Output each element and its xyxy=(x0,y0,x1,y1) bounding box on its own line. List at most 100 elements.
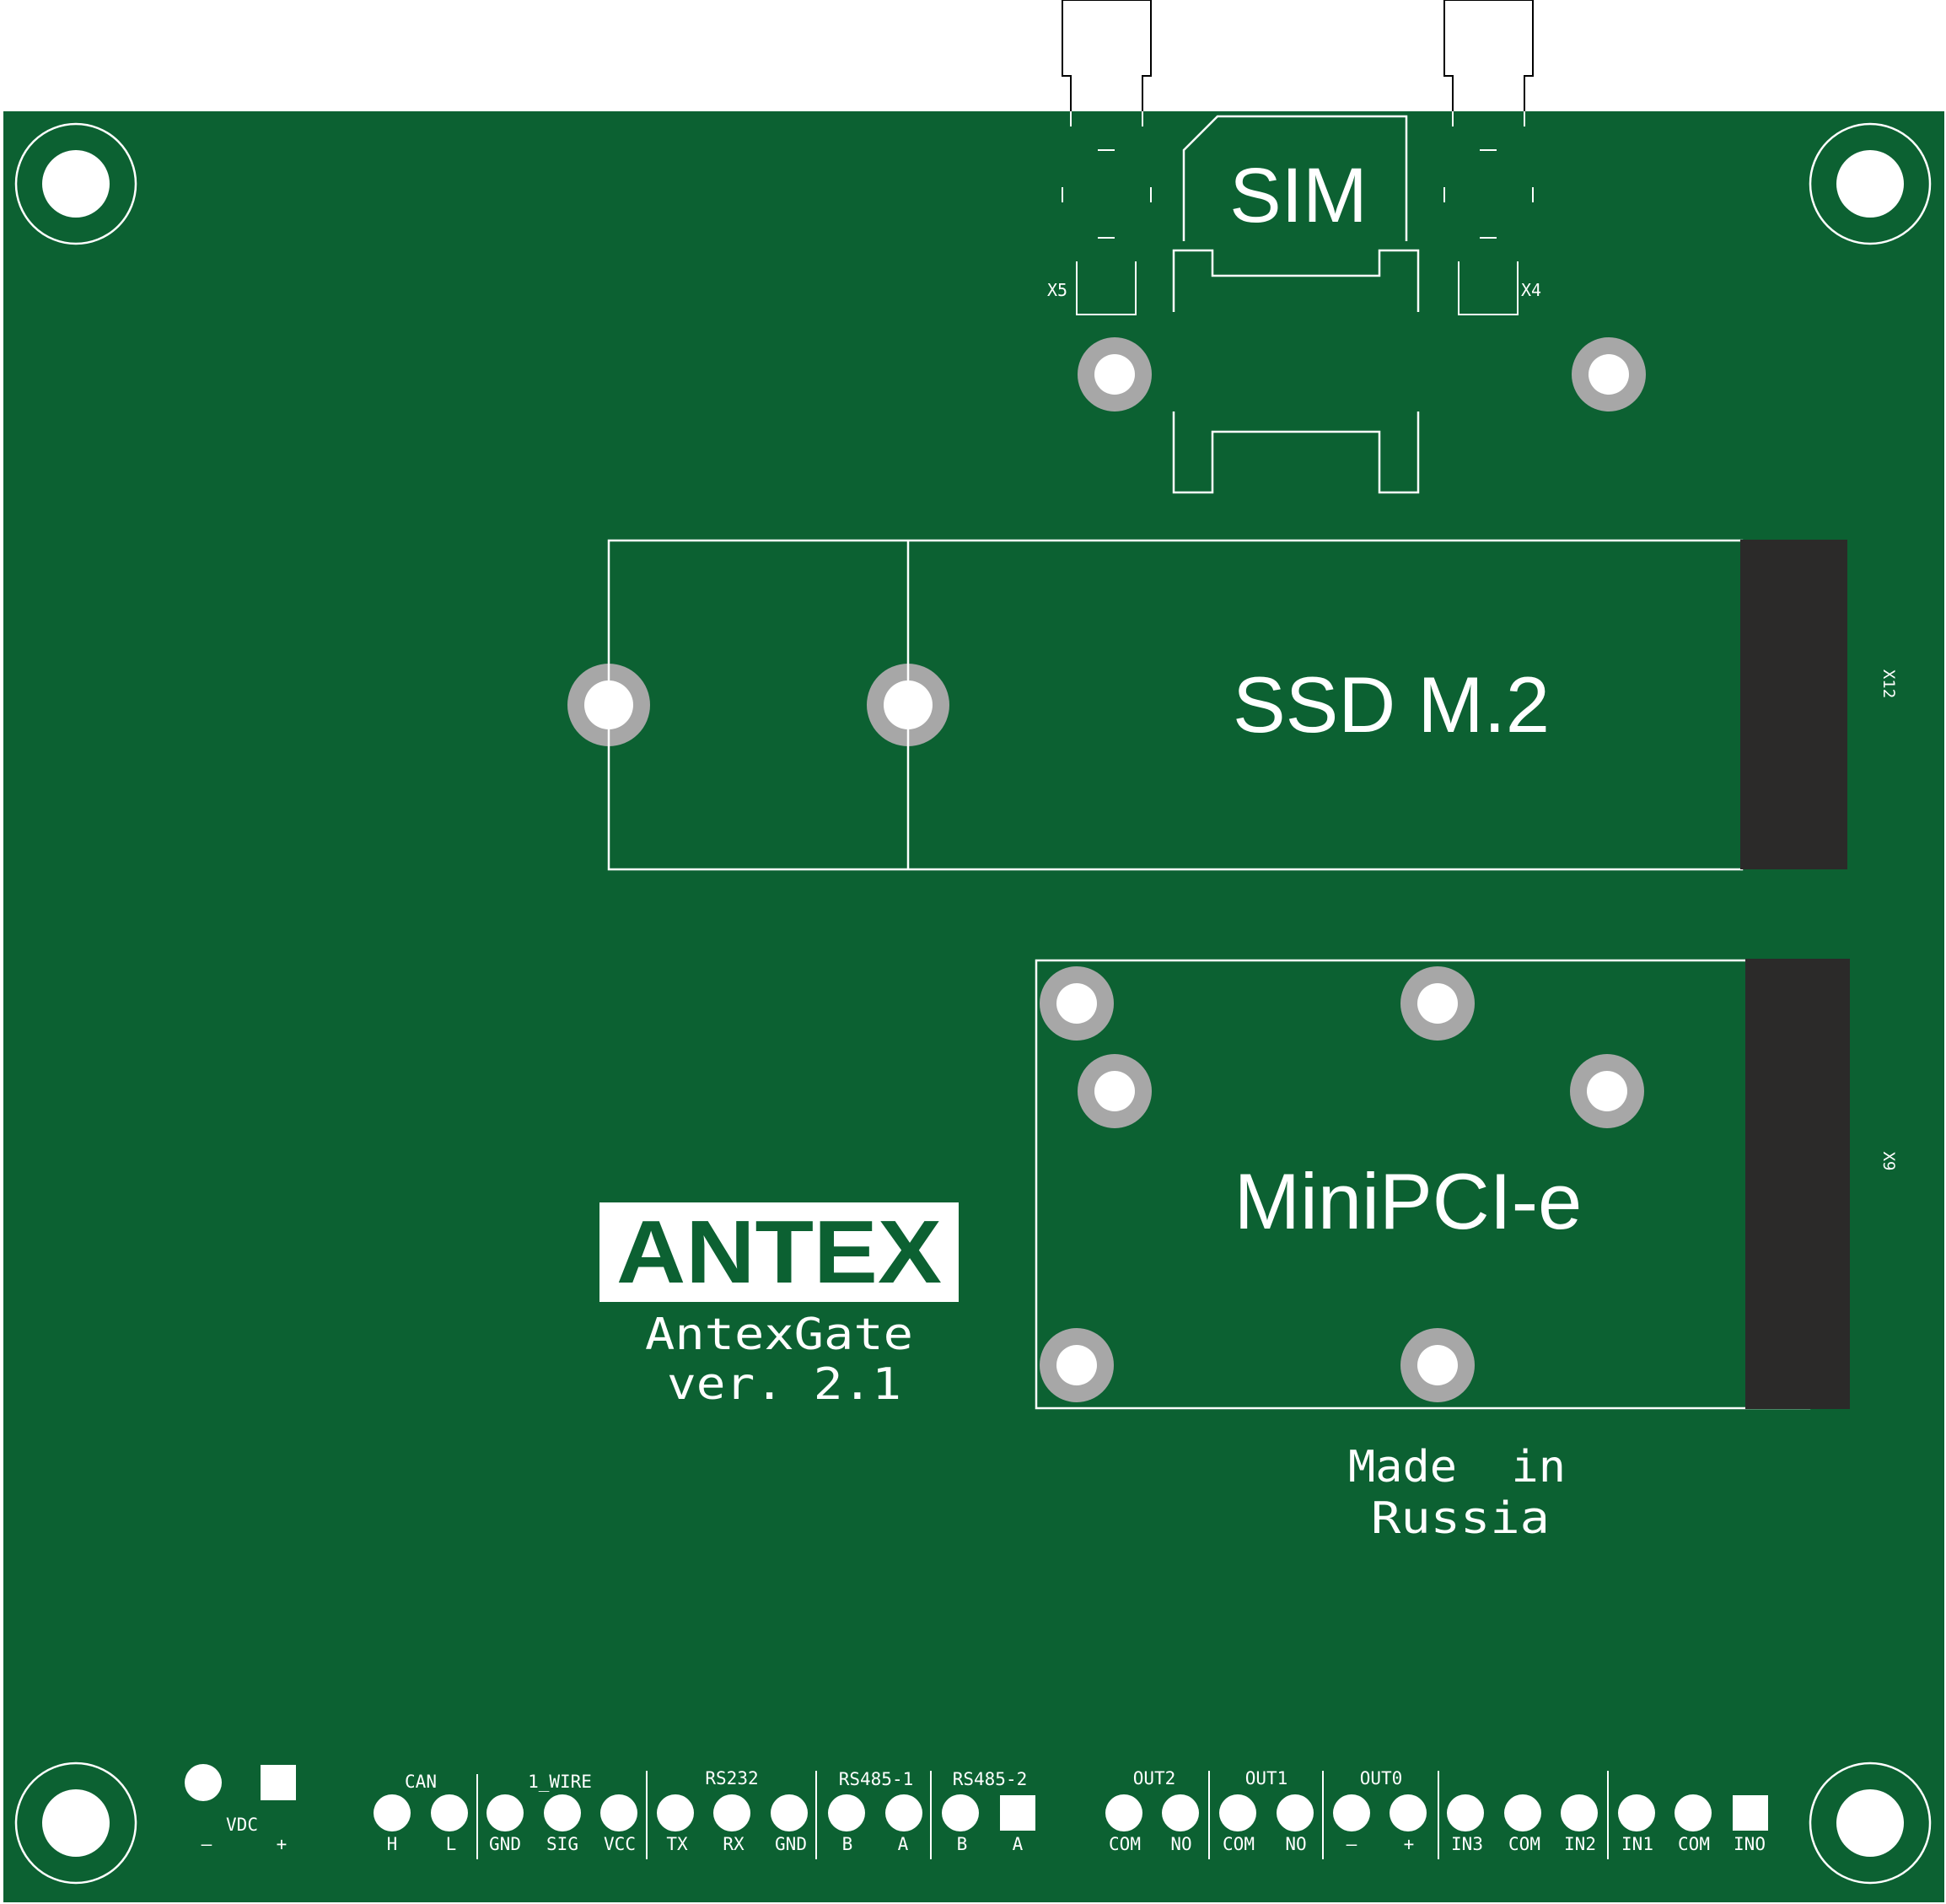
terminal-out2: OUT2 COM NO xyxy=(1105,1768,1199,1854)
ssd-label: SSD M.2 xyxy=(1233,660,1550,749)
terminal-title: OUT2 xyxy=(1133,1768,1176,1788)
pin-label: IN2 xyxy=(1564,1834,1596,1854)
terminal-pin xyxy=(1277,1794,1314,1831)
terminal-title: RS485-2 xyxy=(953,1769,1028,1789)
x12-label: X12 xyxy=(1879,670,1898,698)
terminal-rs232: RS232 TX RX GND xyxy=(657,1768,808,1854)
pin-label: H xyxy=(387,1834,398,1854)
terminal-rs485-2: RS485-2 B A xyxy=(942,1769,1035,1854)
terminal-pin xyxy=(1333,1794,1370,1831)
vdc-pin-minus xyxy=(185,1764,222,1801)
ssd-mount-pad-2 xyxy=(867,664,949,746)
mount-hole-bottom-right xyxy=(1809,1761,1932,1885)
pin-label: TX xyxy=(666,1834,688,1854)
terminal-pin xyxy=(1561,1794,1598,1831)
pin-label: NO xyxy=(1285,1834,1306,1854)
pin-label: INO xyxy=(1734,1834,1766,1854)
mount-hole-top-right xyxy=(1809,122,1932,245)
pcb-board xyxy=(3,111,1944,1902)
pcie-label: MiniPCI-e xyxy=(1234,1157,1583,1245)
terminal-pin xyxy=(1618,1794,1655,1831)
pcie-connector xyxy=(1745,959,1850,1409)
pin-label: SIG xyxy=(546,1834,578,1854)
terminal-pin xyxy=(600,1794,637,1831)
terminal-out0: OUT0 – + xyxy=(1333,1768,1427,1854)
terminal-rs485-1: RS485-1 B A xyxy=(828,1769,922,1854)
terminal-pin xyxy=(486,1794,524,1831)
pin-label: COM xyxy=(1678,1834,1710,1854)
pin-label: GND xyxy=(489,1834,521,1854)
ssd-connector xyxy=(1740,540,1847,869)
pcie-pad-2 xyxy=(1400,966,1475,1041)
pin-label: COM xyxy=(1109,1834,1141,1854)
terminal-can: CAN H L xyxy=(374,1772,468,1854)
terminal-pin-square xyxy=(1000,1795,1035,1831)
terminal-title: CAN xyxy=(405,1772,437,1792)
product-version: ver. 2.1 xyxy=(667,1359,901,1410)
pin-label: – xyxy=(1347,1834,1357,1854)
x9-label: X9 xyxy=(1879,1152,1898,1171)
pin-label: IN3 xyxy=(1451,1834,1483,1854)
pin-label: L xyxy=(446,1834,457,1854)
sim-pad-right xyxy=(1572,337,1646,411)
pcie-pad-5 xyxy=(1040,1328,1114,1402)
sim-pad-left xyxy=(1078,337,1152,411)
terminal-title: RS232 xyxy=(705,1768,758,1788)
connector-x4-outline xyxy=(1443,111,1534,315)
terminal-pin xyxy=(713,1794,750,1831)
terminal-pin xyxy=(544,1794,581,1831)
vdc-plus-label: + xyxy=(277,1834,288,1854)
vdc-pin-plus xyxy=(261,1765,296,1800)
terminal-pin xyxy=(657,1794,694,1831)
terminal-1wire: 1_WIRE GND SIG VCC xyxy=(486,1772,637,1854)
x4-label: X4 xyxy=(1521,280,1541,300)
pin-label: RX xyxy=(723,1834,745,1854)
made-in-line2: Russia xyxy=(1371,1493,1550,1544)
made-in-line1: Made in xyxy=(1348,1442,1566,1493)
terminal-title: 1_WIRE xyxy=(528,1772,592,1792)
mount-hole-bottom-left xyxy=(14,1761,137,1885)
pin-label: IN1 xyxy=(1621,1834,1653,1854)
pin-label: B xyxy=(842,1834,853,1854)
pin-label: COM xyxy=(1508,1834,1540,1854)
terminal-title: RS485-1 xyxy=(839,1769,914,1789)
terminal-pin xyxy=(1105,1794,1142,1831)
terminal-out1: OUT1 COM NO xyxy=(1219,1768,1314,1854)
sim-bracket-bottom xyxy=(1172,411,1420,494)
terminal-pin xyxy=(1390,1794,1427,1831)
terminal-pin xyxy=(1162,1794,1199,1831)
pin-label: B xyxy=(957,1834,968,1854)
x5-label: X5 xyxy=(1047,280,1067,300)
pin-label: A xyxy=(898,1834,909,1854)
terminal-pin xyxy=(942,1794,979,1831)
terminal-pin xyxy=(885,1794,922,1831)
terminal-pin xyxy=(374,1794,411,1831)
pin-label: A xyxy=(1013,1834,1024,1854)
sim-slot-outline xyxy=(1182,115,1408,241)
product-name: AntexGate xyxy=(645,1310,913,1360)
pcie-pad-4 xyxy=(1570,1054,1644,1128)
terminal-pin xyxy=(1675,1794,1712,1831)
terminal-title: OUT1 xyxy=(1245,1768,1288,1788)
terminal-pin xyxy=(1504,1794,1541,1831)
terminal-pin xyxy=(828,1794,865,1831)
terminal-inputs-a: IN3 COM IN2 xyxy=(1447,1794,1598,1854)
terminal-dividers xyxy=(476,1771,1609,1859)
ssd-mount-pad-1 xyxy=(567,664,650,746)
vdc-label: VDC xyxy=(226,1815,258,1835)
mount-hole-top-left xyxy=(14,122,137,245)
sim-bracket-top xyxy=(1172,249,1420,312)
vdc-minus-label: – xyxy=(202,1834,212,1854)
pcie-pad-1 xyxy=(1040,966,1114,1041)
terminal-pin xyxy=(431,1794,468,1831)
connector-x5-outline xyxy=(1062,111,1152,315)
pcie-pad-6 xyxy=(1400,1328,1475,1402)
pin-label: VCC xyxy=(604,1834,636,1854)
terminal-pin xyxy=(771,1794,808,1831)
antenna-tab-right xyxy=(1443,0,1534,126)
pcie-pad-3 xyxy=(1078,1054,1152,1128)
terminal-inputs-b: IN1 COM INO xyxy=(1618,1794,1768,1854)
antex-logo: ANTEX xyxy=(616,1202,942,1302)
pin-label: COM xyxy=(1223,1834,1255,1854)
